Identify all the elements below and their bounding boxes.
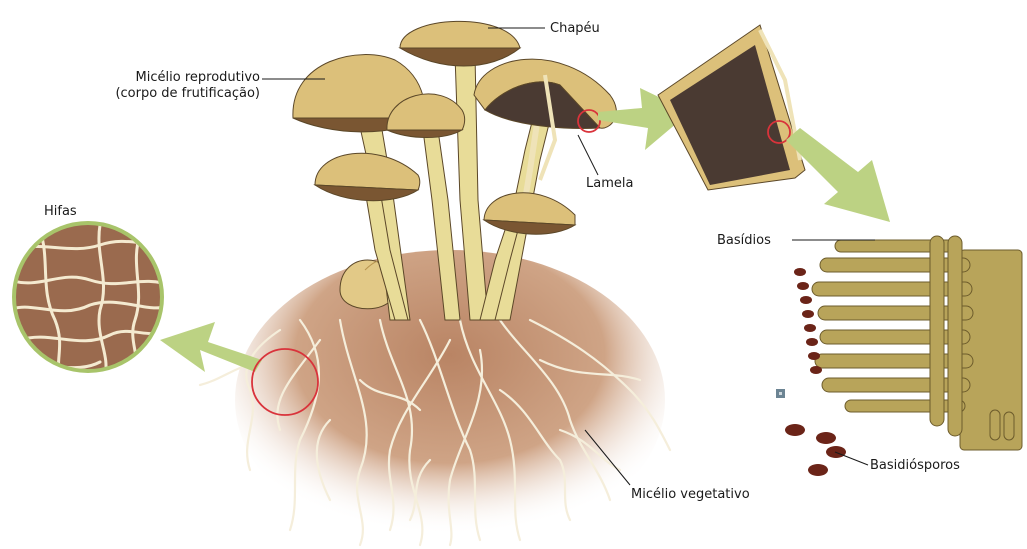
label-basidios: Basídios	[717, 233, 771, 249]
label-micelio-vegetativo: Micélio vegetativo	[631, 487, 750, 503]
basidia-cluster	[812, 236, 1022, 450]
label-hifas: Hifas	[44, 204, 77, 220]
label-micelio-reprodutivo-line2: (corpo de frutificação)	[94, 86, 260, 102]
label-micelio-reprodutivo-line1: Micélio reprodutivo	[94, 70, 260, 86]
label-basidiosporos: Basidiósporos	[870, 458, 960, 474]
free-spores	[785, 424, 846, 476]
arrow-to-basidia	[786, 128, 890, 222]
scale-marker-icon	[776, 389, 785, 398]
label-chapeu: Chapéu	[550, 21, 600, 37]
arrow-to-hyphae	[160, 322, 262, 372]
hyphae-detail	[10, 223, 170, 375]
label-micelio-reprodutivo: Micélio reprodutivo (corpo de frutificaç…	[94, 70, 260, 102]
mushroom-caps	[293, 21, 616, 234]
gill-section	[658, 25, 805, 190]
label-lamela: Lamela	[586, 176, 633, 192]
